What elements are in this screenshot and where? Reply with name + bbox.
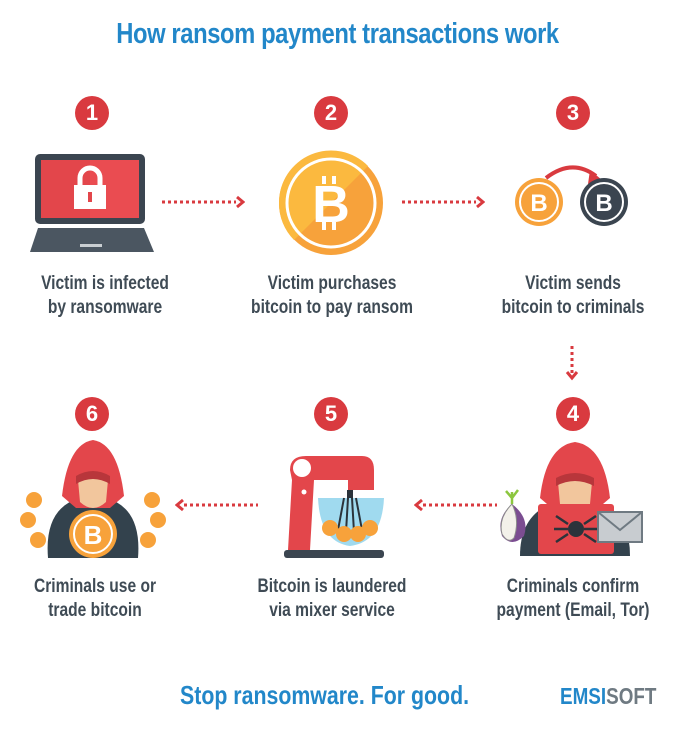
step-3-badge: 3 <box>556 96 590 130</box>
mixer-icon <box>284 456 384 558</box>
step-1-label: Victim is infected by ransomware <box>41 273 169 318</box>
svg-text:B: B <box>312 176 350 234</box>
hacker-tor-email-icon <box>500 442 643 556</box>
step-5-label: Bitcoin is laundered via mixer service <box>257 576 407 621</box>
svg-text:B: B <box>530 190 547 217</box>
arrow-right-icon <box>162 195 245 209</box>
hacker-bitcoin-icon: B <box>20 440 166 558</box>
locked-laptop-icon <box>30 154 154 252</box>
arrow-down-icon <box>565 346 579 381</box>
page-title: How ransom payment transactions work <box>116 18 559 50</box>
step-2-badge: 2 <box>314 96 348 130</box>
arrow-left-icon <box>175 498 258 512</box>
step-1-badge: 1 <box>75 96 109 130</box>
bitcoin-icon: B <box>278 150 383 255</box>
emsisoft-logo: EMSISOFT <box>560 683 657 709</box>
step-5-badge: 5 <box>314 397 348 431</box>
svg-text:B: B <box>84 520 103 550</box>
arrow-left-icon <box>414 498 497 512</box>
step-6-badge: 6 <box>75 397 109 431</box>
step-4-badge: 4 <box>556 397 590 431</box>
svg-text:B: B <box>595 190 612 217</box>
bitcoin-transfer-icon: B B <box>515 165 628 226</box>
step-3-label: Victim sends bitcoin to criminals <box>501 273 645 318</box>
step-2-label: Victim purchases bitcoin to pay ransom <box>251 273 413 318</box>
arrow-right-icon <box>402 195 485 209</box>
tagline: Stop ransomware. For good. <box>180 680 470 710</box>
step-6-label: Criminals use or trade bitcoin <box>33 576 157 621</box>
step-4-label: Criminals confirm payment (Email, Tor) <box>496 576 650 621</box>
